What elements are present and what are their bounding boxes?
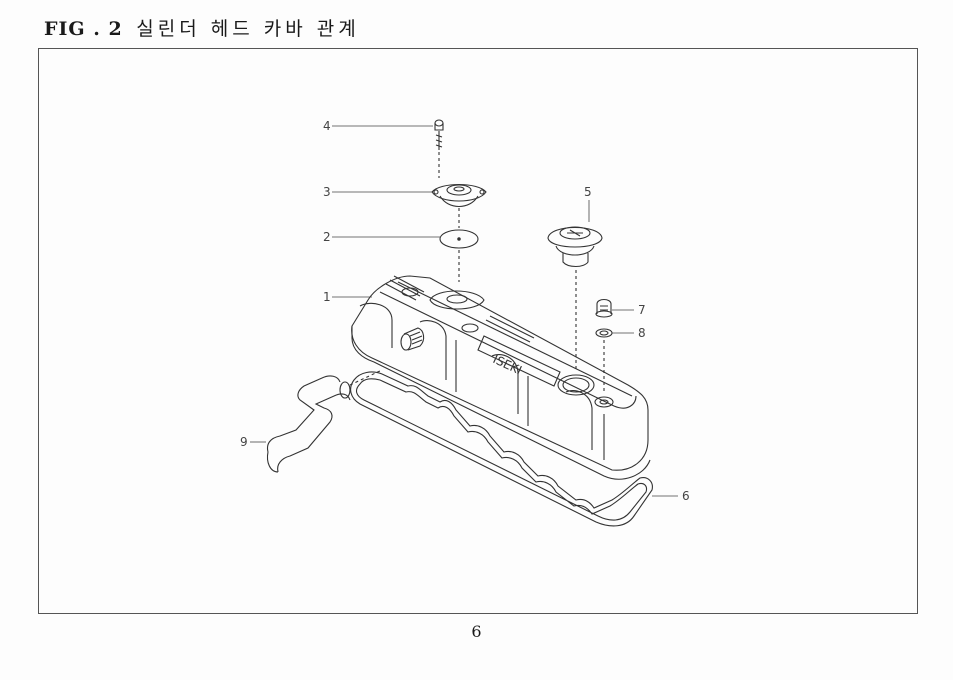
diagram-frame: [38, 48, 918, 614]
figure-title: FIG . 2 실린더 헤드 카바 관계: [44, 14, 360, 41]
figure-label: FIG . 2: [44, 18, 123, 40]
part-6-head-cover-gasket: [350, 371, 653, 527]
callout-1: 1: [323, 290, 331, 304]
page-number: 6: [471, 622, 482, 641]
callout-8: 8: [638, 326, 646, 340]
callout-2: 2: [323, 230, 331, 244]
part-1-cylinder-head-cover: ISEKI: [351, 275, 651, 480]
callout-3: 3: [323, 185, 331, 199]
part-9-breather-hose: [266, 369, 383, 473]
callout-5: 5: [584, 185, 592, 199]
callouts: 4 3 2 1 5 7 8 9 6: [240, 119, 690, 503]
callout-9: 9: [240, 435, 248, 449]
part-5-oil-filler-cap: [547, 226, 603, 372]
part-8-washer: [595, 328, 613, 392]
part-4-bolt: [434, 119, 444, 178]
part-3-breather-cap: [431, 183, 487, 228]
callout-7: 7: [638, 303, 646, 317]
part-2-gasket-disc: [439, 229, 479, 282]
callout-6: 6: [682, 489, 690, 503]
cover-emblem: ISEKI: [491, 352, 524, 377]
callout-4: 4: [323, 119, 331, 133]
part-7-grommet: [595, 298, 613, 318]
figure-caption: 실린더 헤드 카바 관계: [136, 18, 360, 40]
